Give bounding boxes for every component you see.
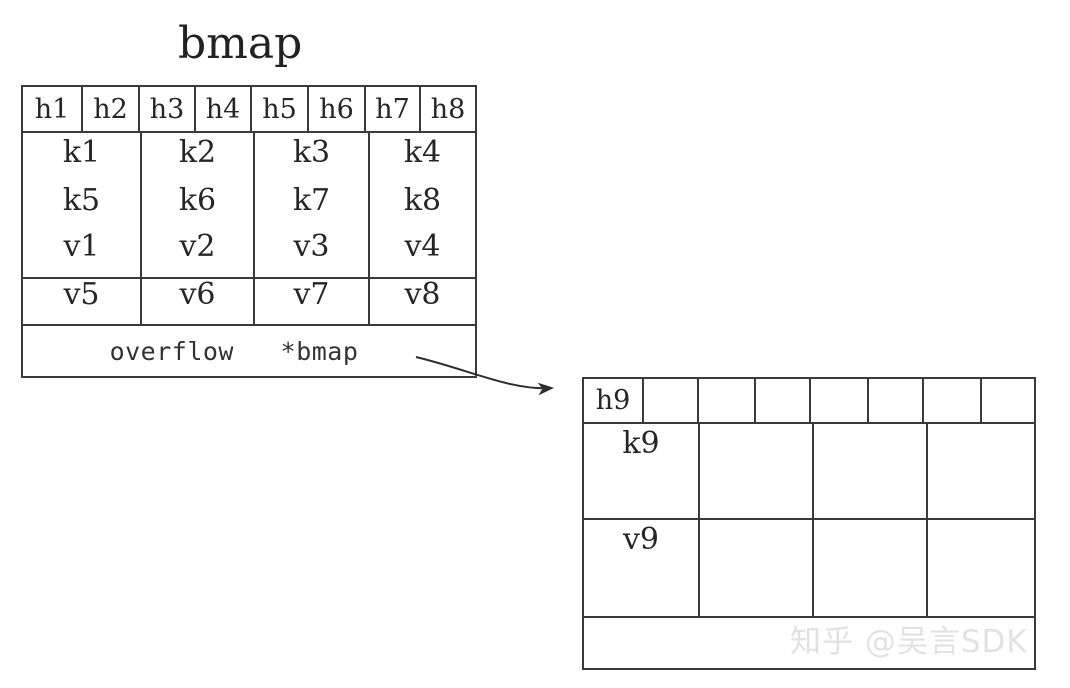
key-cell <box>700 472 814 518</box>
key-cell <box>814 472 928 518</box>
key-cell: k4 <box>403 135 442 170</box>
tophash-cell: h7 <box>366 87 421 131</box>
key-cell: k1 <box>23 133 142 181</box>
value-cell <box>928 520 1034 570</box>
tophash-cell <box>924 379 982 422</box>
tophash-cell: h2 <box>83 87 140 131</box>
tophash-cell: h1 <box>23 87 83 131</box>
value-cell: v1 <box>23 227 142 275</box>
overflow-row: overflow *bmap <box>23 326 475 376</box>
tophash-cell: h3 <box>140 87 196 131</box>
key-cell <box>928 472 1034 518</box>
tophash-row: h1 h2 h3 h4 h5 h6 h7 h8 <box>23 87 475 133</box>
bmap-bucket-overflow: h9 k9 v9 <box>582 377 1036 670</box>
key-cell: k8 <box>403 183 442 218</box>
value-cell <box>700 520 814 570</box>
values-row: v5 v6 v7 v8 <box>23 275 475 326</box>
value-cell: v5 <box>23 275 142 324</box>
value-cell: v4 <box>404 229 441 264</box>
key-cell: k9 <box>584 424 700 472</box>
value-cell <box>584 570 700 616</box>
values-row: v1 v2 v3 v4 <box>23 227 475 275</box>
page-title: bmap <box>178 18 303 69</box>
value-cell: v8 <box>404 277 441 312</box>
watermark-text: 知乎 @吴言SDK <box>790 624 1028 660</box>
keys-row <box>584 472 1034 520</box>
bmap-bucket-primary: h1 h2 h3 h4 h5 h6 h7 h8 k1 k2 k3 k4 k5 k… <box>21 85 477 378</box>
tophash-cell <box>811 379 869 422</box>
value-cell: v9 <box>584 520 700 570</box>
values-row: v9 <box>584 520 1034 570</box>
keys-row: k1 k2 k3 k4 <box>23 133 475 181</box>
key-cell <box>814 424 928 472</box>
value-cell: v2 <box>142 227 255 275</box>
keys-row: k5 k6 k7 k8 <box>23 181 475 279</box>
tophash-cell: h8 <box>430 93 466 125</box>
key-cell <box>700 424 814 472</box>
key-cell: k2 <box>142 133 255 181</box>
value-cell <box>814 570 928 616</box>
tophash-cell <box>699 379 756 422</box>
tophash-cell: h6 <box>309 87 366 131</box>
tophash-row: h9 <box>584 379 1034 424</box>
tophash-cell <box>869 379 924 422</box>
value-cell: v3 <box>255 227 370 275</box>
value-cell <box>928 570 1034 616</box>
value-cell <box>700 570 814 616</box>
tophash-cell <box>982 379 1034 422</box>
tophash-cell: h4 <box>196 87 252 131</box>
value-cell: v6 <box>142 275 255 324</box>
values-row <box>584 570 1034 618</box>
keys-row: k9 <box>584 424 1034 472</box>
key-cell <box>584 472 700 518</box>
key-cell: k3 <box>255 133 370 181</box>
tophash-cell <box>644 379 699 422</box>
tophash-cell: h9 <box>584 379 644 422</box>
tophash-cell: h5 <box>252 87 309 131</box>
key-cell <box>928 424 1034 472</box>
tophash-cell <box>756 379 811 422</box>
value-cell: v7 <box>255 275 370 324</box>
overflow-pointer-label: overflow *bmap <box>109 336 359 366</box>
value-cell <box>814 520 928 570</box>
